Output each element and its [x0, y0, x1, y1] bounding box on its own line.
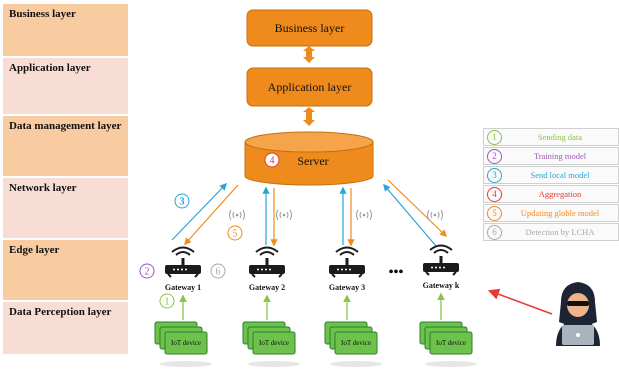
application-layer-block — [246, 67, 373, 107]
legend-number: 2 — [487, 149, 502, 164]
legend-number: 4 — [487, 187, 502, 202]
legend-item-detection: 6 Detection by LCHA — [483, 223, 619, 241]
iot-device-label-1: IoT device — [171, 339, 201, 347]
gateway-ellipsis: ••• — [389, 265, 404, 280]
arrow-send-local-model-k — [383, 183, 437, 247]
step-badge-detection — [210, 263, 226, 279]
step-badge-send-local — [174, 193, 190, 209]
iot-device-label-2: IoT device — [259, 339, 289, 347]
gateway-label-k: Gateway k — [423, 281, 460, 290]
router-icon — [422, 244, 460, 276]
layer-application: Application layer — [3, 58, 128, 114]
device-shadow — [248, 361, 300, 367]
router-icon — [164, 246, 202, 278]
layer-data-management: Data management layer — [3, 116, 128, 176]
server-label: Server — [297, 154, 328, 168]
legend-number: 3 — [487, 168, 502, 183]
gateway-label-3: Gateway 3 — [329, 283, 365, 292]
business-layer-block-label: Business layer — [275, 21, 345, 35]
device-shadow — [330, 361, 382, 367]
legend-label: Updating globle model — [520, 208, 600, 218]
step-badge-sending — [159, 293, 175, 309]
legend-label: Detection by LCHA — [525, 227, 595, 237]
router-icon — [328, 246, 366, 278]
layer-edge: Edge layer — [3, 240, 128, 300]
step-number-sending: 1 — [165, 297, 170, 308]
iot-device-icon — [419, 321, 473, 355]
layer-network: Network layer — [3, 178, 128, 238]
step-number-training: 2 — [145, 267, 150, 278]
business-layer-block — [246, 9, 373, 47]
gateway-label-2: Gateway 2 — [249, 283, 285, 292]
legend-label: Sending data — [537, 132, 583, 142]
legend-label: Aggregation — [538, 189, 582, 199]
legend-item-sending-data: 1 Sending data — [483, 128, 619, 146]
server-cylinder — [244, 131, 374, 186]
wave-icon — [427, 209, 443, 221]
arrow-update-global-model-k — [387, 179, 448, 238]
device-shadow — [160, 361, 212, 367]
double-arrow-application-server — [303, 107, 315, 126]
iot-device-icon — [324, 321, 378, 355]
legend-number: 1 — [487, 130, 502, 145]
legend-item-training-model: 2 Training model — [483, 147, 619, 165]
legend-item-updating-global-model: 5 Updating globle model — [483, 204, 619, 222]
iot-device-label-k: IoT device — [436, 339, 466, 347]
step-badge-training — [139, 263, 155, 279]
iot-device-icon — [154, 321, 208, 355]
step-number-detection: 6 — [216, 267, 221, 278]
legend-label: Send local model — [530, 170, 590, 180]
arrow-update-global-model-1 — [184, 184, 239, 246]
legend-number: 5 — [487, 206, 502, 221]
step-badge-updating — [227, 225, 243, 241]
server-step-badge — [264, 152, 280, 168]
iot-device-label-3: IoT device — [341, 339, 371, 347]
legend-item-send-local-model: 3 Send local model — [483, 166, 619, 184]
wave-icon — [356, 209, 372, 221]
legend-item-aggregation: 4 Aggregation — [483, 185, 619, 203]
layer-data-perception: Data Perception layer — [3, 302, 128, 354]
device-shadow — [425, 361, 477, 367]
attack-arrow — [487, 288, 553, 315]
wave-icon — [229, 209, 245, 221]
double-arrow-business-application — [303, 46, 315, 63]
wave-icon — [276, 209, 292, 221]
server-step-number: 4 — [270, 156, 275, 167]
application-layer-block-label: Application layer — [268, 80, 352, 94]
gateway-label-1: Gateway 1 — [165, 283, 201, 292]
step-number-updating: 5 — [233, 229, 238, 240]
legend-number: 6 — [487, 225, 502, 240]
iot-device-icon — [242, 321, 296, 355]
legend-label: Training model — [533, 151, 587, 161]
router-icon — [248, 246, 286, 278]
arrow-send-local-model-1 — [171, 182, 227, 241]
step-number-send-local: 3 — [180, 197, 185, 208]
hacker-icon — [556, 282, 600, 346]
layer-business: Business layer — [3, 4, 128, 56]
